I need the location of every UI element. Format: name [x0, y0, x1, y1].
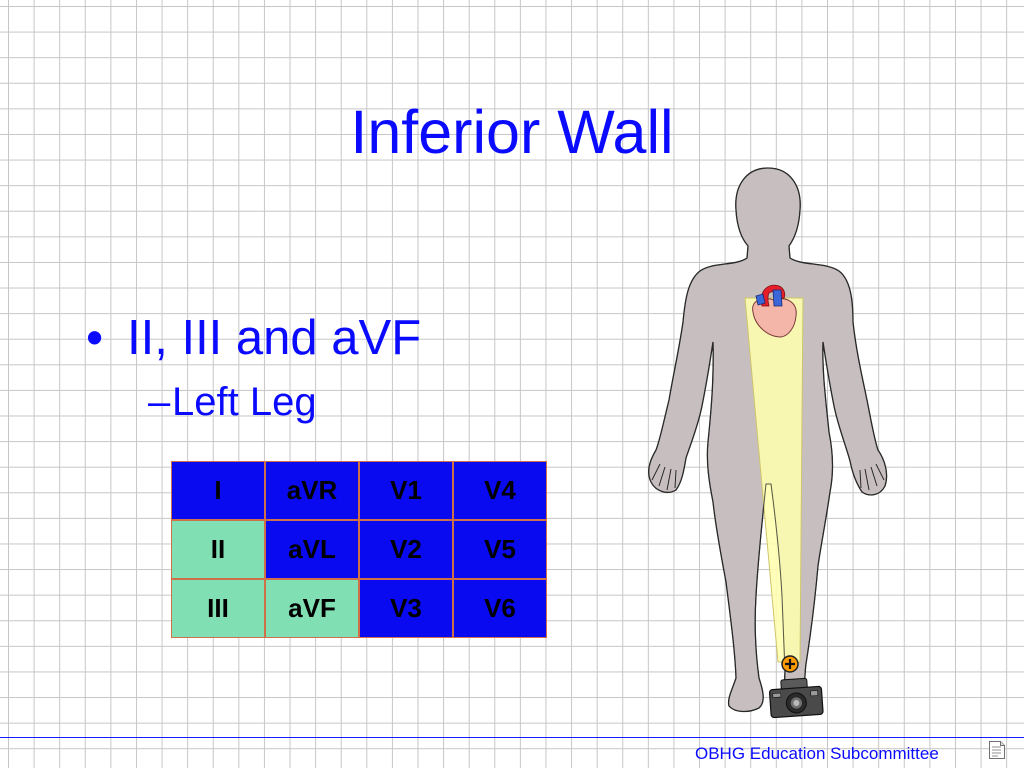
bullet-text: II, III and aVF: [127, 311, 422, 365]
lead-table: I aVR V1 V4 II aVL V2 V5 III aVF V3 V6: [171, 461, 547, 638]
finger-line: [864, 468, 870, 491]
lead-cell-ii: II: [172, 521, 264, 578]
document-fold: [1000, 741, 1005, 746]
bullet-marker: •: [86, 311, 104, 365]
finger-line: [859, 469, 862, 489]
heart-icon: [752, 284, 797, 338]
finger-lines: [651, 463, 885, 491]
vena-cava: [772, 289, 783, 307]
finger-line: [666, 468, 672, 491]
lead-cell-v5: V5: [454, 521, 546, 578]
finger-line: [870, 466, 878, 487]
finger-line: [875, 463, 885, 481]
lead-cell-iii: III: [172, 580, 264, 637]
lead-cell-i: I: [172, 462, 264, 519]
lead-cell-avf: aVF: [266, 580, 358, 637]
footer-divider: [0, 737, 1024, 738]
camera-dial: [772, 692, 782, 698]
lead-cell-v2: V2: [360, 521, 452, 578]
lead-cell-v3: V3: [360, 580, 452, 637]
document-lines: [992, 746, 1001, 757]
finger-line: [651, 463, 661, 481]
finger-line: [658, 466, 666, 487]
positive-electrode-icon: [781, 655, 799, 673]
lead-cell-v4: V4: [454, 462, 546, 519]
lead-cell-avr: aVR: [266, 462, 358, 519]
sub-bullet-text: Left Leg: [172, 380, 317, 424]
camera-button: [810, 690, 819, 697]
lead-cell-avl: aVL: [266, 521, 358, 578]
slide-title: Inferior Wall: [350, 98, 674, 166]
footer-text: OBHG Education Subcommittee: [695, 744, 939, 763]
camera-lens-glass: [793, 699, 800, 706]
sub-bullet-marker: –: [148, 380, 171, 424]
document-icon: [989, 741, 1005, 759]
lead-cell-v6: V6: [454, 580, 546, 637]
body-figure: [648, 167, 888, 719]
plus-sign: [785, 659, 795, 669]
finger-line: [674, 469, 677, 489]
camera-icon: [768, 677, 824, 719]
pulmonary-vessel: [755, 293, 766, 306]
lead-cell-v1: V1: [360, 462, 452, 519]
